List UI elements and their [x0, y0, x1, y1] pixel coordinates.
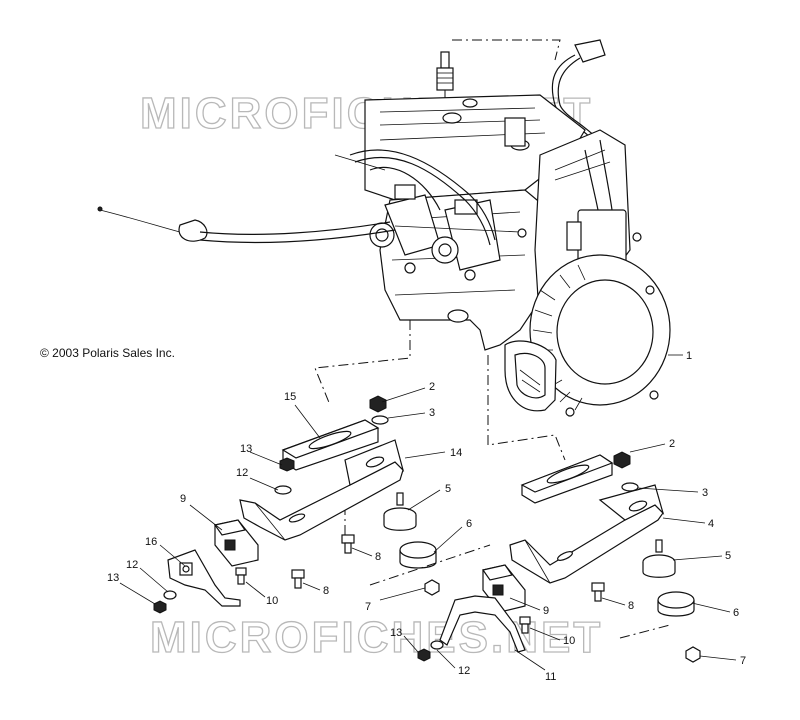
- rubber-block-right: [657, 591, 695, 617]
- washer-12-upper: [274, 485, 292, 495]
- callout-7-left: 7: [365, 601, 371, 613]
- callout-10-left: 10: [266, 595, 278, 607]
- callout-13-left: 13: [107, 572, 119, 584]
- watermark-bottom: MICROFICHES.NET: [150, 613, 603, 662]
- nut-right: [613, 451, 631, 469]
- copyright-notice: © 2003 Polaris Sales Inc.: [40, 346, 175, 360]
- callout-10-right: 10: [563, 635, 575, 647]
- rubber-mount-right: [642, 539, 676, 578]
- callout-8-b: 8: [323, 585, 329, 597]
- nut-13-lower-left: [153, 600, 167, 614]
- bolt-10-left: [235, 567, 247, 585]
- callout-16: 16: [145, 536, 157, 548]
- mount-spacer-right: [520, 454, 614, 504]
- engine-assembly: [97, 39, 671, 417]
- mount-bracket-left: [239, 439, 405, 541]
- callout-3-left: 3: [429, 407, 435, 419]
- washer-12-lower-left: [163, 590, 177, 600]
- callout-7-right: 7: [740, 655, 746, 667]
- fan-shroud: [529, 232, 671, 417]
- washer-12-lower: [430, 640, 444, 650]
- mount-bracket-right: [509, 484, 665, 584]
- callout-2-right: 2: [669, 438, 675, 450]
- callout-12-left: 12: [126, 559, 138, 571]
- callout-5-right: 5: [725, 550, 731, 562]
- nut-13-lower: [417, 648, 431, 662]
- callout-6-right: 6: [733, 607, 739, 619]
- callout-9-left: 9: [180, 493, 186, 505]
- callout-6-left: 6: [466, 518, 472, 530]
- callout-11: 11: [545, 671, 556, 683]
- callout-5-left: 5: [445, 483, 451, 495]
- callout-14: 14: [450, 447, 462, 459]
- leader-lines: [119, 354, 737, 671]
- washer-left: [371, 415, 389, 425]
- throttle-cable: [97, 206, 527, 243]
- bolt-8-c: [591, 582, 605, 602]
- callout-13-lower: 13: [390, 627, 402, 639]
- engine-mount-9-right: [481, 564, 526, 613]
- callout-8-a: 8: [375, 551, 381, 563]
- callout-labels: 1 2 3 2 3 4 5 5 6 6 7 7 8 8 8 9 9 10 10 …: [107, 350, 746, 683]
- callout-12-lower: 12: [458, 665, 470, 677]
- spark-plug-wire: [551, 39, 607, 151]
- spark-plug: [436, 51, 454, 91]
- callout-13-upper: 13: [240, 443, 252, 455]
- nut-13-upper: [279, 457, 295, 472]
- callout-1: 1: [686, 350, 692, 362]
- bracket-16: [167, 549, 241, 607]
- callout-3-right: 3: [702, 487, 708, 499]
- nut-left: [369, 395, 387, 413]
- callout-15: 15: [284, 391, 296, 403]
- rubber-block-left: [399, 541, 437, 569]
- callout-8-c: 8: [628, 600, 634, 612]
- washer-right: [621, 482, 639, 492]
- lock-nut-left: [424, 579, 440, 596]
- bolt-8-b: [291, 569, 305, 589]
- callout-12-upper: 12: [236, 467, 248, 479]
- engine-mount-9-left: [213, 519, 259, 567]
- bolt-8-a: [341, 534, 355, 554]
- callout-4: 4: [708, 518, 714, 530]
- callout-2-left: 2: [429, 381, 435, 393]
- rubber-mount-left: [383, 492, 417, 531]
- lock-nut-right: [685, 646, 701, 663]
- bolt-10-right: [519, 616, 531, 634]
- callout-9-right: 9: [543, 605, 549, 617]
